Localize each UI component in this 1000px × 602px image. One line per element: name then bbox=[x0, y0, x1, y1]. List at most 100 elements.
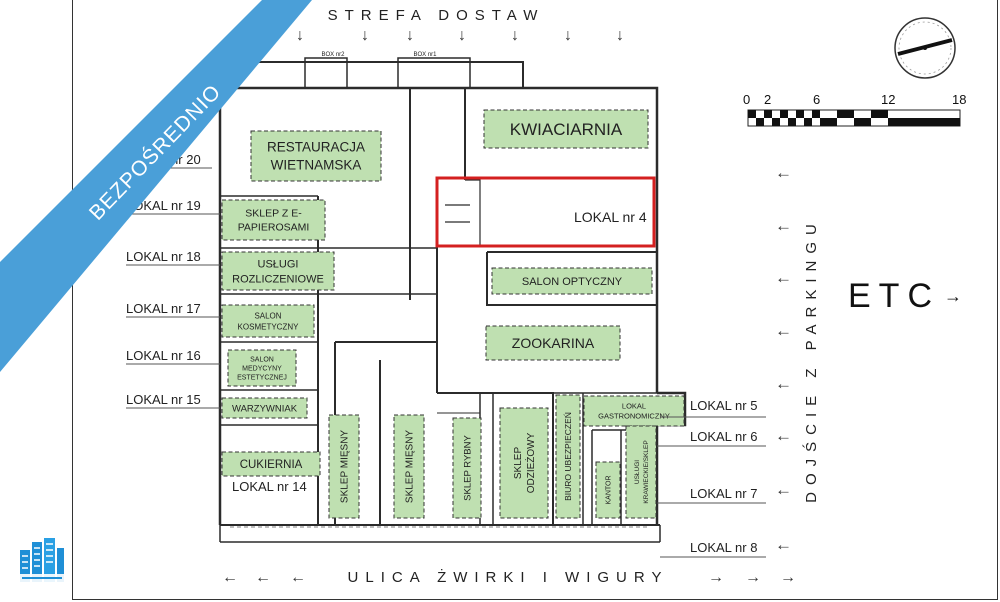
shop-label-rybny: SKLEP RYBNY bbox=[462, 435, 473, 501]
shop-label-miesny2: SKLEP MIĘSNY bbox=[405, 430, 416, 504]
scale-segment bbox=[788, 118, 796, 126]
bottom-street-label: ULICA ŻWIRKI I WIGURY bbox=[348, 568, 669, 586]
shop-box-odziezowy[interactable] bbox=[499, 407, 549, 519]
shop-box-miesny2[interactable] bbox=[393, 414, 425, 519]
scale-segment bbox=[764, 110, 772, 118]
scale-bar bbox=[747, 109, 961, 127]
arrow-left-icon: ← bbox=[255, 569, 271, 586]
scale-tick: 6 bbox=[813, 92, 820, 107]
arrow-down-icon: ↓ bbox=[616, 27, 624, 44]
arrow-left-icon: ← bbox=[222, 569, 238, 586]
shop-label-krawieckie: USŁUGI bbox=[634, 460, 641, 484]
shop-label-medycyny: ESTETYCZNEJ bbox=[237, 374, 287, 381]
arrow-down-icon: ↓ bbox=[564, 27, 572, 44]
scale-ticks: 0 2 6 12 18 bbox=[743, 92, 966, 107]
top-street-label: STREFA DOSTAW bbox=[328, 7, 545, 24]
shop-label-kosmetyczny: SALON bbox=[254, 311, 281, 320]
shop-label-epapierosy: PAPIEROSAMI bbox=[238, 222, 310, 234]
shop-box-kosmetyczny[interactable] bbox=[221, 304, 315, 338]
lokal16-label: LOKAL nr 16 bbox=[126, 348, 201, 363]
shop-label-kwiaciarnia: KWIACIARNIA bbox=[510, 120, 623, 139]
arrow-left-icon: ← bbox=[775, 163, 792, 182]
shop-label-rozliczeniowe: USŁUGI bbox=[258, 258, 299, 270]
shop-box-rybny[interactable] bbox=[452, 417, 482, 519]
scale-segment bbox=[837, 110, 854, 118]
building-walls bbox=[217, 57, 687, 543]
lokal8-label: LOKAL nr 8 bbox=[690, 540, 757, 555]
shop-box-cukiernia[interactable] bbox=[221, 451, 321, 477]
shop-label-medycyny: MEDYCYNY bbox=[242, 365, 282, 372]
right-leader-lines bbox=[657, 416, 766, 558]
arrow-left-icon: ← bbox=[290, 569, 306, 586]
building-logo-icon bbox=[18, 538, 66, 582]
shop-box-biuro[interactable] bbox=[555, 394, 581, 519]
shop-box-krawieckie[interactable] bbox=[625, 425, 657, 519]
shop-label-gastronomiczny: GASTRONOMICZNY bbox=[598, 412, 670, 421]
scale-segment bbox=[772, 118, 780, 126]
etc-label: ETC bbox=[848, 277, 940, 315]
lokal4-highlight[interactable] bbox=[435, 176, 656, 248]
lokal5-label: LOKAL nr 5 bbox=[690, 398, 757, 413]
right-lokal-labels: LOKAL nr 5 LOKAL nr 6 LOKAL nr 7 LOKAL n… bbox=[690, 398, 757, 555]
lokal14-label: LOKAL nr 14 bbox=[232, 479, 307, 494]
etc-arrow-icon: → bbox=[944, 286, 962, 306]
shop-label-gastronomiczny: LOKAL bbox=[622, 402, 646, 411]
shop-box-optyczny[interactable] bbox=[491, 267, 653, 295]
scale-tick: 0 bbox=[743, 92, 750, 107]
shop-label-restauracja: WIETNAMSKA bbox=[271, 158, 362, 173]
shop-label-kosmetyczny: KOSMETYCZNY bbox=[238, 322, 300, 331]
shop-label-optyczny: SALON OPTYCZNY bbox=[522, 276, 623, 288]
bottom-arrows: ← ← ← → → → bbox=[222, 569, 796, 586]
shop-label-odziezowy: ODZIEŻOWY bbox=[524, 432, 537, 493]
lokal18-label: LOKAL nr 18 bbox=[126, 249, 201, 264]
shop-label-medycyny: SALON bbox=[250, 356, 274, 363]
scale-segment bbox=[796, 110, 804, 118]
shop-box-restauracja[interactable] bbox=[250, 130, 382, 182]
shop-box-epapierosy[interactable] bbox=[221, 199, 326, 241]
box2-label: BOX nr2 bbox=[321, 52, 345, 58]
shop-label-rozliczeniowe: ROZLICZENIOWE bbox=[232, 273, 324, 285]
scale-tick: 12 bbox=[881, 92, 895, 107]
lokal15-label: LOKAL nr 15 bbox=[126, 392, 201, 407]
arrow-left-icon: ← bbox=[775, 374, 792, 393]
shop-box-kwiaciarnia[interactable] bbox=[483, 109, 649, 149]
scale-segment bbox=[804, 118, 812, 126]
scale-segment bbox=[871, 110, 888, 118]
arrow-down-icon: ↓ bbox=[296, 27, 304, 44]
shop-label-zookarina: ZOOKARINA bbox=[512, 335, 595, 351]
scale-segment bbox=[812, 110, 820, 118]
shop-box-miesny1[interactable] bbox=[328, 414, 360, 519]
shop-label-restauracja: RESTAURACJA bbox=[267, 140, 365, 155]
shop-label-miesny1: SKLEP MIĘSNY bbox=[340, 430, 351, 504]
shop-label-krawieckie: KRAWIECKIE/SKLEP bbox=[643, 440, 650, 503]
shop-box-warzywniak[interactable] bbox=[221, 397, 308, 419]
arrow-left-icon: ← bbox=[775, 321, 792, 340]
arrow-right-icon: → bbox=[780, 569, 796, 586]
map-frame bbox=[72, 0, 998, 600]
shop-label-cukiernia: CUKIERNIA bbox=[240, 459, 303, 471]
shop-box-zookarina[interactable] bbox=[485, 325, 621, 361]
arrow-down-icon: ↓ bbox=[511, 27, 519, 44]
shop-label-warzywniak: WARZYWNIAK bbox=[232, 403, 298, 414]
scale-segment bbox=[780, 110, 788, 118]
arrow-down-icon: ↓ bbox=[406, 27, 414, 44]
lokal7-label: LOKAL nr 7 bbox=[690, 486, 757, 501]
arrow-right-icon: → bbox=[745, 569, 761, 586]
lokal6-label: LOKAL nr 6 bbox=[690, 429, 757, 444]
shop-label-biuro: BIURO UBEZPIECZEŃ bbox=[563, 412, 573, 501]
arrow-left-icon: ← bbox=[775, 268, 792, 287]
arrow-left-icon: ← bbox=[775, 480, 792, 499]
shop-box-gastronomiczny[interactable] bbox=[583, 395, 685, 427]
lokal17-label: LOKAL nr 17 bbox=[126, 301, 201, 316]
shop-box-rozliczeniowe[interactable] bbox=[221, 251, 335, 291]
scale-segment bbox=[748, 110, 756, 118]
shop-box-kantor[interactable] bbox=[595, 461, 621, 519]
box1-label: BOX nr1 bbox=[413, 52, 437, 58]
left-lokal-labels: LOKAL nr 20 LOKAL nr 19 LOKAL nr 18 LOKA… bbox=[126, 152, 307, 494]
arrow-left-icon: ← bbox=[775, 535, 792, 554]
right-access-label: DOJŚCIE Z PARKINGU bbox=[802, 217, 820, 503]
shop-box-medycyny[interactable] bbox=[227, 349, 297, 387]
scale-tick: 18 bbox=[952, 92, 966, 107]
